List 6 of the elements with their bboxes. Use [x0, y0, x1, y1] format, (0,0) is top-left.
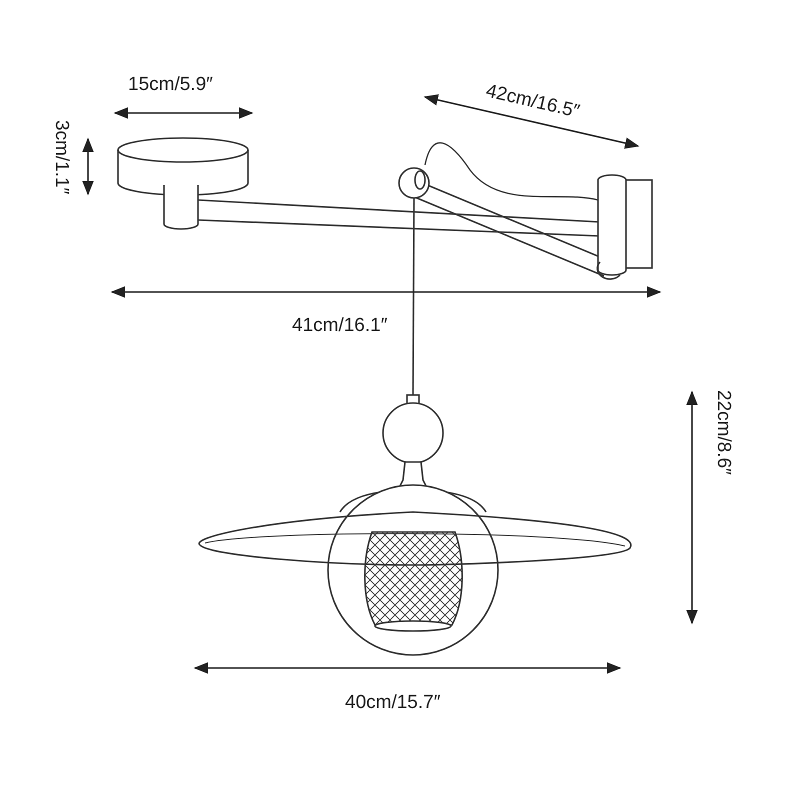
dimension-label: 22cm/8.6″	[714, 390, 733, 475]
dimension-label: 40cm/15.7″	[345, 693, 440, 712]
dimension-label: 3cm/1.1″	[52, 120, 71, 194]
dimension-label: 42cm/16.5″	[484, 82, 582, 122]
dimension-label: 15cm/5.9″	[128, 75, 213, 94]
dimension-label: 41cm/16.1″	[292, 316, 388, 335]
